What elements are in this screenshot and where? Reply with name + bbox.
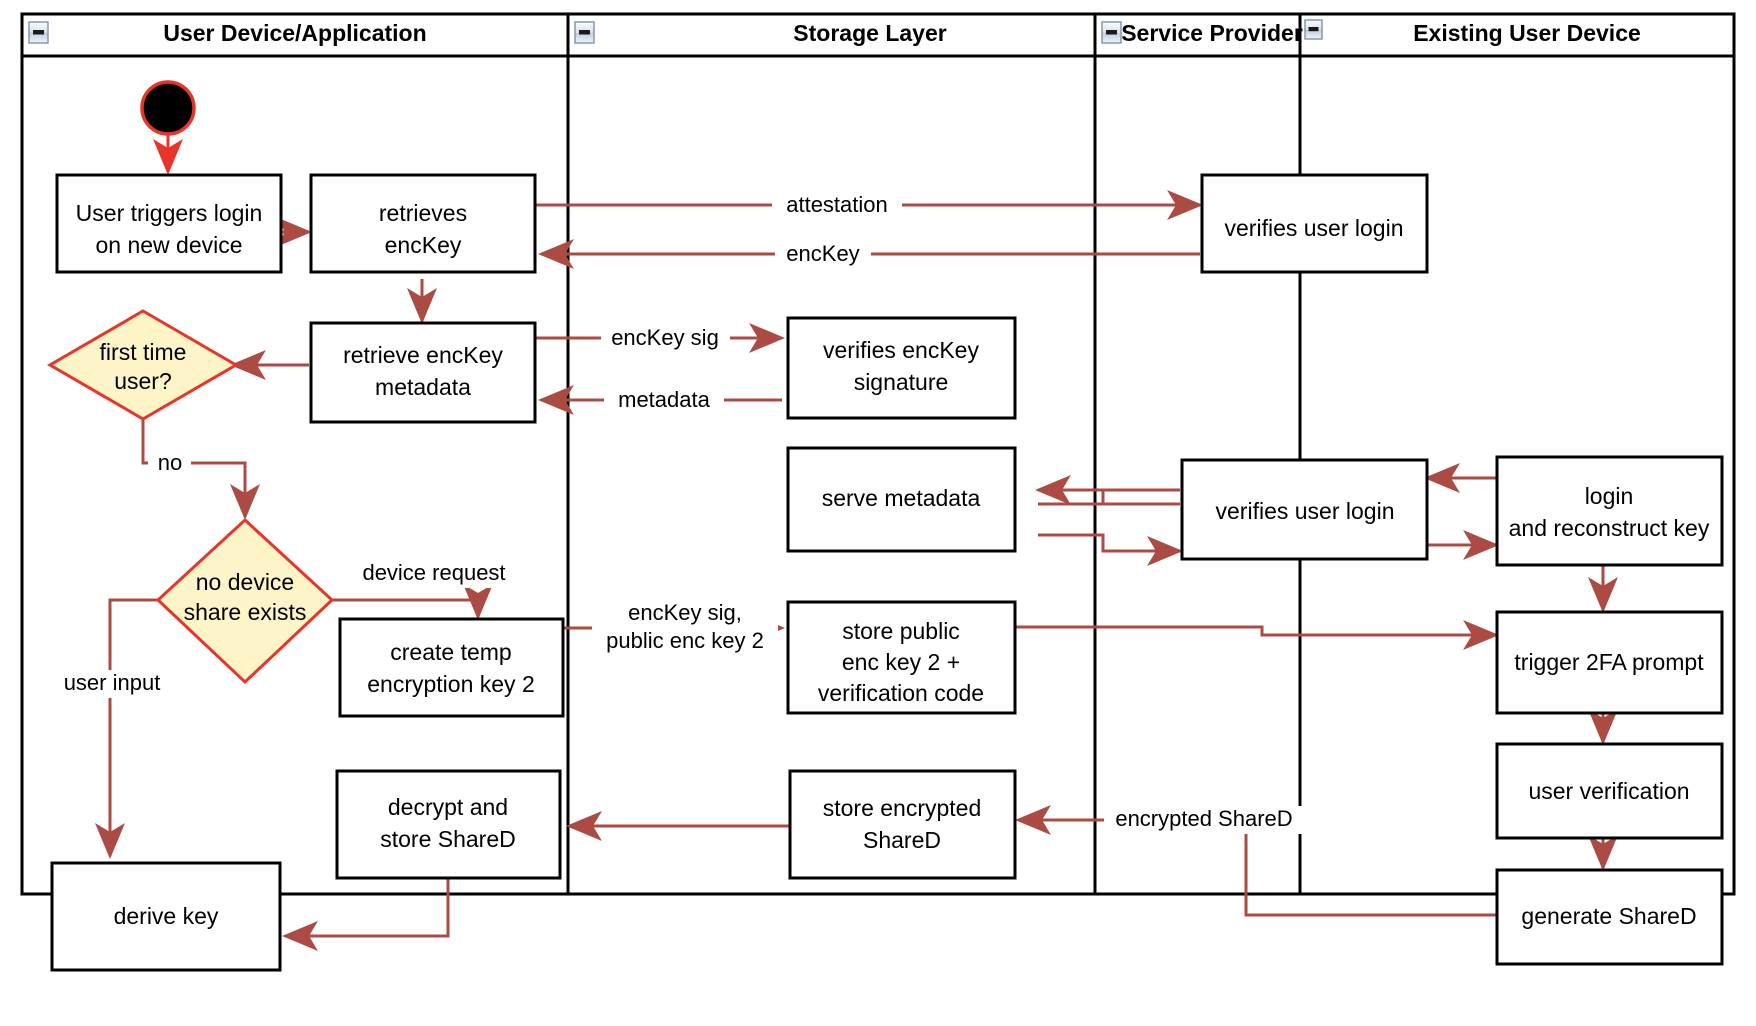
- edge-label-device-request: device request: [345, 560, 523, 588]
- edge-verify-to-serve-metadata: [1035, 475, 1180, 506]
- edge-serve-metadata-to-verify: [1038, 533, 1183, 566]
- edge-user-input: [95, 598, 158, 859]
- node-label-line: signature: [854, 369, 949, 395]
- node-label-line: decrypt and: [388, 794, 508, 820]
- node-user-triggers-login[interactable]: User triggers login on new device: [55, 173, 283, 274]
- lane-header-service-provider[interactable]: Service Provider: [1101, 20, 1303, 46]
- edge-label-encrypted-shared: encrypted ShareD: [1104, 806, 1304, 834]
- edge-label-metadata: metadata: [604, 386, 724, 414]
- node-label-line: create temp: [390, 639, 511, 665]
- svg-text:encKey: encKey: [786, 241, 859, 266]
- node-login-reconstruct-key[interactable]: login and reconstruct key: [1495, 455, 1724, 567]
- node-label-line: encKey: [385, 232, 462, 258]
- minus-icon[interactable]: [28, 21, 49, 44]
- lane-header-storage[interactable]: Storage Layer: [574, 20, 947, 46]
- lane-label-existing-device: Existing User Device: [1413, 20, 1641, 46]
- node-label-line: enc key 2 +: [842, 649, 960, 675]
- edge-label-enckey-sig: encKey sig: [601, 324, 730, 352]
- node-label-line: and reconstruct key: [1509, 515, 1710, 541]
- edge-label-attestation: attestation: [772, 191, 902, 219]
- node-label-line: store public: [842, 618, 960, 644]
- edge-label-user-input: user input: [49, 670, 176, 698]
- edge-label-enckey: encKey: [775, 240, 871, 268]
- node-store-public-enc-key[interactable]: store public enc key 2 + verification co…: [786, 600, 1017, 715]
- node-label-line: login: [1585, 483, 1634, 509]
- node-decrypt-store-shared[interactable]: decrypt and store ShareD: [335, 769, 562, 880]
- node-user-verification[interactable]: user verification: [1495, 742, 1724, 840]
- svg-text:device request: device request: [362, 560, 505, 585]
- svg-text:encKey sig: encKey sig: [611, 325, 719, 350]
- start-node: [140, 80, 196, 136]
- svg-text:public enc key 2: public enc key 2: [606, 628, 764, 653]
- node-label-line: metadata: [375, 374, 471, 400]
- decision-label-line: no device: [196, 569, 294, 595]
- lane-header-user-device[interactable]: User Device/Application: [28, 20, 427, 46]
- node-serve-metadata[interactable]: serve metadata: [786, 446, 1017, 553]
- svg-text:encKey sig,: encKey sig,: [628, 600, 742, 625]
- node-label-line: ShareD: [863, 827, 941, 853]
- node-first-time-user[interactable]: first time user?: [47, 309, 239, 421]
- svg-text:attestation: attestation: [786, 192, 888, 217]
- node-label-line: encryption key 2: [367, 671, 534, 697]
- svg-text:encrypted ShareD: encrypted ShareD: [1115, 806, 1292, 831]
- minus-icon[interactable]: [574, 21, 595, 44]
- node-label-line: serve metadata: [822, 485, 981, 511]
- node-label-line: user verification: [1528, 778, 1689, 804]
- node-label-line: User triggers login: [76, 200, 263, 226]
- minus-icon[interactable]: [1304, 19, 1323, 40]
- node-trigger-2fa-prompt[interactable]: trigger 2FA prompt: [1495, 610, 1724, 715]
- node-verifies-user-login-mid[interactable]: verifies user login: [1180, 458, 1429, 561]
- decision-label-line: share exists: [184, 599, 307, 625]
- edge-label-no: no: [148, 450, 191, 478]
- node-retrieve-enckey-metadata[interactable]: retrieve encKey metadata: [309, 321, 537, 424]
- edge-decrypt-to-derive-key: [282, 879, 450, 951]
- edge-label-enckey-sig-public: encKey sig, public enc key 2: [592, 599, 778, 655]
- node-label-line: generate ShareD: [1521, 903, 1696, 929]
- node-label-line: verifies encKey: [823, 337, 979, 363]
- node-label-line: trigger 2FA prompt: [1514, 649, 1704, 675]
- edge-labels: attestation encKey encKey sig metadata n…: [49, 191, 1304, 834]
- svg-text:user input: user input: [64, 670, 161, 695]
- lane-label-storage: Storage Layer: [793, 20, 946, 46]
- node-generate-shared[interactable]: generate ShareD: [1495, 868, 1724, 966]
- node-retrieves-enckey[interactable]: retrieves encKey: [309, 173, 537, 274]
- node-label-line: derive key: [114, 903, 219, 929]
- edge-device-request: [332, 584, 493, 620]
- node-label-line: store encrypted: [823, 795, 982, 821]
- node-label-line: store ShareD: [380, 826, 516, 852]
- node-verifies-user-login-top[interactable]: verifies user login: [1200, 173, 1429, 274]
- node-label-line: verification code: [818, 680, 984, 706]
- svg-text:no: no: [158, 450, 182, 475]
- minus-icon[interactable]: [1101, 21, 1122, 44]
- node-store-encrypted-shared[interactable]: store encrypted ShareD: [788, 769, 1017, 880]
- node-label-line: on new device: [95, 232, 242, 258]
- node-no-device-share-exists[interactable]: no device share exists: [155, 517, 335, 685]
- lane-label-service-provider: Service Provider: [1121, 20, 1303, 46]
- node-label-line: retrieves: [379, 200, 467, 226]
- decision-label-line: user?: [114, 368, 172, 394]
- svg-text:metadata: metadata: [618, 387, 710, 412]
- node-label-line: verifies user login: [1216, 498, 1395, 524]
- lane-label-user-device: User Device/Application: [163, 20, 426, 46]
- decision-label-line: first time: [100, 339, 187, 365]
- node-create-temp-key[interactable]: create temp encryption key 2: [338, 617, 565, 718]
- node-derive-key[interactable]: derive key: [50, 861, 282, 972]
- edge-store-pubkey-to-2fa: [1015, 620, 1499, 650]
- lane-header-existing-device[interactable]: Existing User Device: [1304, 19, 1641, 46]
- node-verifies-enckey-signature[interactable]: verifies encKey signature: [786, 316, 1017, 420]
- node-label-line: retrieve encKey: [343, 342, 503, 368]
- node-label-line: verifies user login: [1225, 215, 1404, 241]
- edge-no-to-device-share: [141, 419, 260, 520]
